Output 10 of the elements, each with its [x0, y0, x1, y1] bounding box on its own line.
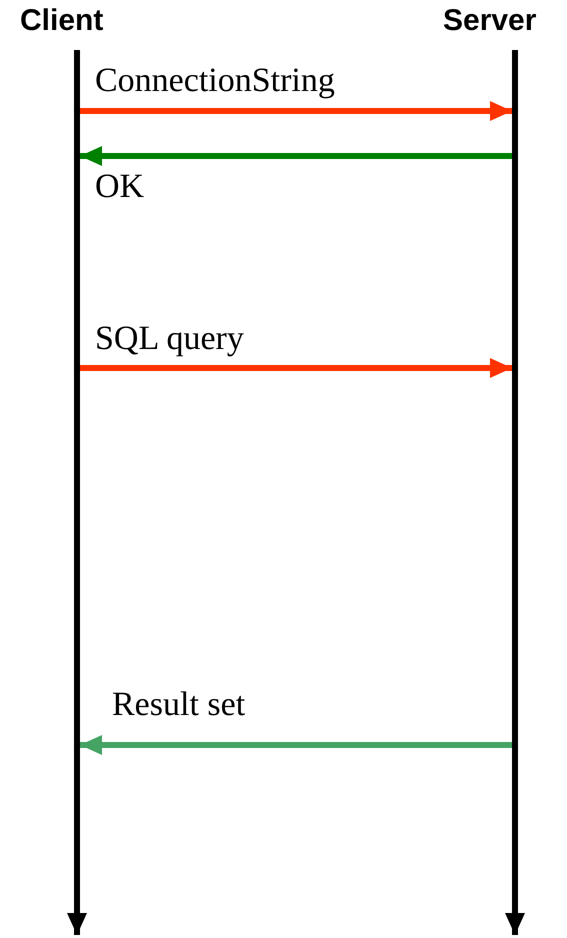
lifeline-bar	[512, 50, 518, 905]
message-arrow	[80, 735, 512, 755]
message-arrow	[80, 101, 512, 121]
lifeline-title: Server	[443, 4, 536, 38]
lifeline-title: Client	[20, 4, 104, 38]
lifeline-bar	[74, 50, 80, 905]
message-arrow	[80, 358, 512, 378]
message-arrow	[80, 146, 512, 166]
lifeline-arrow	[505, 905, 525, 935]
lifeline-arrow	[67, 905, 87, 935]
